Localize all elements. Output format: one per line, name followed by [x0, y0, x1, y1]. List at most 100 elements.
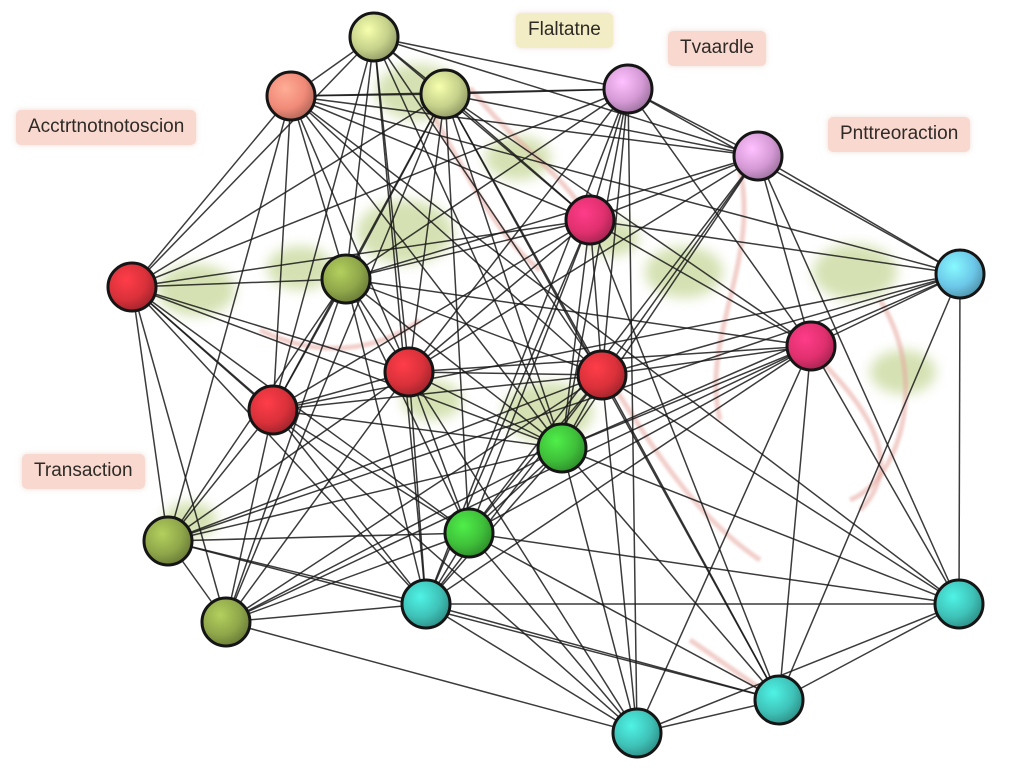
edge-n3-n10 [444, 93, 812, 347]
halo-6 [645, 246, 723, 298]
edge-n3-n5 [444, 93, 759, 157]
node-n5 [732, 130, 784, 182]
edge-n13-n16 [167, 409, 274, 542]
edge-n13-n17 [225, 409, 274, 623]
edge-n3-n4 [444, 88, 629, 95]
edge-n5-n12 [601, 155, 759, 376]
edge-n5-n8 [345, 155, 759, 280]
edge-n4-n7 [131, 88, 629, 288]
edge-n2-n13 [272, 95, 292, 411]
node-n7 [106, 261, 158, 313]
edge-n18-n20 [425, 603, 780, 701]
edge-n9-n14 [561, 273, 961, 449]
edge-n18-n21 [425, 603, 638, 734]
edge-n15-n21 [468, 532, 638, 734]
edge-n12-n18 [425, 374, 603, 605]
edge-n5-n10 [757, 155, 812, 347]
edge-n1-n7 [131, 36, 375, 288]
edge-n8-n17 [225, 278, 347, 623]
node-n11 [383, 346, 435, 398]
edge-n17-n18 [225, 603, 427, 623]
edge-n6-n13 [272, 219, 591, 411]
edge-n14-n18 [425, 447, 563, 605]
edge-n2-n8 [290, 95, 347, 280]
node-n19 [933, 578, 985, 630]
edge-n11-n18 [408, 371, 427, 605]
edge-n12-n13 [272, 374, 603, 411]
soft-strand-7 [818, 358, 884, 512]
edge-n15-n19 [468, 532, 960, 605]
edge-n16-n20 [167, 540, 780, 701]
edge-n10-n19 [810, 345, 960, 605]
edge-n2-n12 [290, 95, 603, 376]
edge-n15-n16 [167, 532, 470, 542]
edge-n8-n18 [345, 278, 427, 605]
edge-n7-n14 [131, 286, 563, 449]
edge-n9-n20 [778, 273, 961, 701]
edge-n2-n19 [290, 95, 960, 605]
edge-n9-n10 [810, 273, 961, 347]
edge-n4-n12 [601, 88, 629, 376]
edge-n10-n20 [778, 345, 812, 701]
edge-n8-n10 [345, 278, 812, 347]
edge-n6-n9 [589, 219, 961, 275]
edge-n3-n7 [131, 93, 446, 288]
node-label-tvaardle: Tvaardle [668, 31, 766, 66]
halo-5 [267, 246, 333, 290]
edge-n7-n16 [131, 286, 169, 542]
edge-n8-n15 [345, 278, 470, 534]
node-n2 [265, 70, 317, 122]
edge-n6-n15 [468, 219, 591, 534]
edge-n14-n20 [561, 447, 780, 701]
edge-n1-n4 [373, 36, 629, 90]
soft-strand-5 [607, 378, 762, 563]
edge-n6-n8 [345, 219, 591, 280]
edge-n5-n9 [757, 155, 961, 275]
edge-n19-n20 [778, 603, 960, 701]
edge-n10-n14 [561, 345, 812, 449]
node-n17 [200, 596, 252, 648]
node-n15 [443, 507, 495, 559]
edge-n1-n5 [373, 36, 759, 157]
edge-n2-n5 [290, 95, 759, 157]
edge-layer [131, 36, 961, 734]
node-n18 [400, 578, 452, 630]
edge-n5-n19 [757, 155, 960, 605]
edge-n5-n6 [589, 155, 759, 221]
edge-n13-n18 [272, 409, 427, 605]
edge-n19-n21 [636, 603, 960, 734]
edge-n11-n12 [408, 371, 603, 376]
node-n13 [247, 384, 299, 436]
node-n8 [320, 253, 372, 305]
edge-n1-n13 [272, 36, 375, 411]
edge-n12-n16 [167, 374, 603, 542]
edge-n6-n11 [408, 219, 591, 373]
edge-n2-n7 [131, 95, 292, 288]
edge-n14-n21 [561, 447, 638, 734]
edge-n4-n10 [627, 88, 812, 347]
node-n14 [536, 422, 588, 474]
node-n1 [348, 11, 400, 63]
edge-n9-n16 [167, 273, 961, 542]
edge-n15-n20 [468, 532, 780, 701]
edge-n6-n12 [589, 219, 603, 376]
node-n9 [934, 248, 986, 300]
edge-n11-n14 [408, 371, 563, 449]
edge-n5-n15 [468, 155, 759, 534]
edge-n7-n21 [131, 286, 638, 734]
edge-n10-n15 [468, 345, 812, 534]
node-n20 [753, 674, 805, 726]
node-n21 [611, 707, 663, 759]
edge-n11-n17 [225, 371, 410, 623]
node-label-transaction: Transaction [22, 454, 145, 489]
node-layer [106, 11, 986, 759]
soft-curve-layer [258, 86, 909, 703]
edge-n7-n11 [131, 286, 410, 373]
halo-7 [813, 244, 897, 300]
node-n6 [564, 194, 616, 246]
edge-n17-n21 [225, 621, 638, 734]
node-label-pnttreoraction: Pnttreoraction [828, 117, 971, 152]
edge-n4-n14 [561, 88, 629, 449]
